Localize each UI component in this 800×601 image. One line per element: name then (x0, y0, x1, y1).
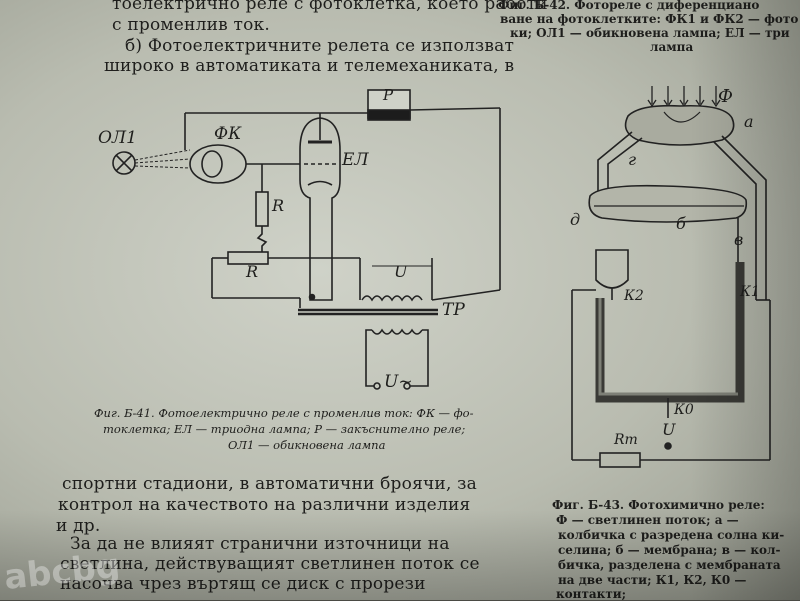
label-tp: ТР (442, 300, 465, 320)
label-el: ЕЛ (342, 150, 369, 170)
text-line: тоелектрично реле с фотоклетка, което ра… (112, 0, 548, 14)
label-a: а (744, 112, 754, 131)
text-line: светлина, действуващият светлинен поток … (60, 554, 480, 574)
caption-b41-line: Фиг. Б-41. Фотоелектрично реле с променл… (94, 406, 474, 420)
flask-a (624, 104, 735, 146)
text-line: За да не влияят странични източници на (70, 534, 450, 554)
label-r-top: R (272, 196, 285, 215)
caption-b43-line: селина; б — мембрана; в — кол- (558, 543, 781, 557)
label-p: Р (383, 86, 394, 104)
label-k2: К2 (624, 288, 644, 304)
label-rt: Rт (614, 432, 638, 448)
label-u: U (394, 262, 408, 281)
caption-b41-line: ОЛ1 — обикновена лампа (228, 438, 386, 452)
funnel-k2 (595, 249, 629, 289)
caption-b41-line: токлетка; ЕЛ — триодна лампа; Р — закъсн… (103, 422, 466, 436)
caption-b43-line: Ф — светлинен поток; а — (556, 513, 739, 527)
transformer-primary (361, 295, 423, 302)
resistor-r-top (255, 191, 269, 227)
caption-b43-line: Фиг. Б-43. Фотохимично реле: (552, 498, 765, 512)
label-d: д (570, 210, 581, 229)
label-v: в (734, 230, 744, 249)
circuit-b41 (112, 89, 501, 390)
membrane-chamber (588, 184, 748, 223)
resistor-rt (599, 452, 641, 468)
text-line: с променлив ток. (112, 15, 270, 35)
label-k0: К0 (674, 402, 694, 418)
caption-b43-line: бичка, разделена с мембраната (558, 558, 781, 572)
label-fk: ФК (214, 124, 242, 144)
label-r-bottom: R (246, 262, 259, 281)
text-line: насочва чрез въртящ се диск с прорези (60, 574, 426, 594)
text-line: широко в автоматиката и телемеханиката, … (104, 56, 515, 76)
caption-b43-line: колбичка с разредена солна ки- (558, 528, 785, 542)
transformer-secondary (371, 328, 423, 335)
photocell-fk (189, 144, 247, 184)
caption-line: Фиг. Б-42. Фоторелe с диференциано (498, 0, 760, 12)
text-line: контрол на качеството на различни издели… (58, 495, 471, 515)
label-g: г (628, 150, 637, 169)
text-line: б) Фотоелектричните релета се използват (125, 36, 515, 56)
caption-b43-line: контакти; (556, 587, 627, 601)
text-line: спортни стадиони, в автоматични броячи, … (62, 474, 477, 494)
text-line: и др. (56, 516, 101, 536)
apparatus-b43 (571, 86, 771, 468)
caption-line: ки; ОЛ1 — обикновена лампа; ЕЛ — три (510, 26, 790, 40)
label-u2: U~ (384, 372, 413, 392)
label-ol1: ОЛ1 (98, 128, 137, 148)
caption-b43-line: на две части; К1, К2, К0 — (558, 573, 747, 587)
label-f: Ф (718, 86, 733, 107)
triode-el (299, 117, 341, 301)
label-b: б (676, 214, 686, 233)
label-k1: К1 (740, 284, 760, 300)
label-u-right: U (662, 420, 676, 439)
u-tube (595, 262, 745, 403)
caption-line: ване на фотоклетките: ФК1 и ФК2 — фото (500, 12, 799, 26)
caption-line: лампа (650, 40, 694, 54)
